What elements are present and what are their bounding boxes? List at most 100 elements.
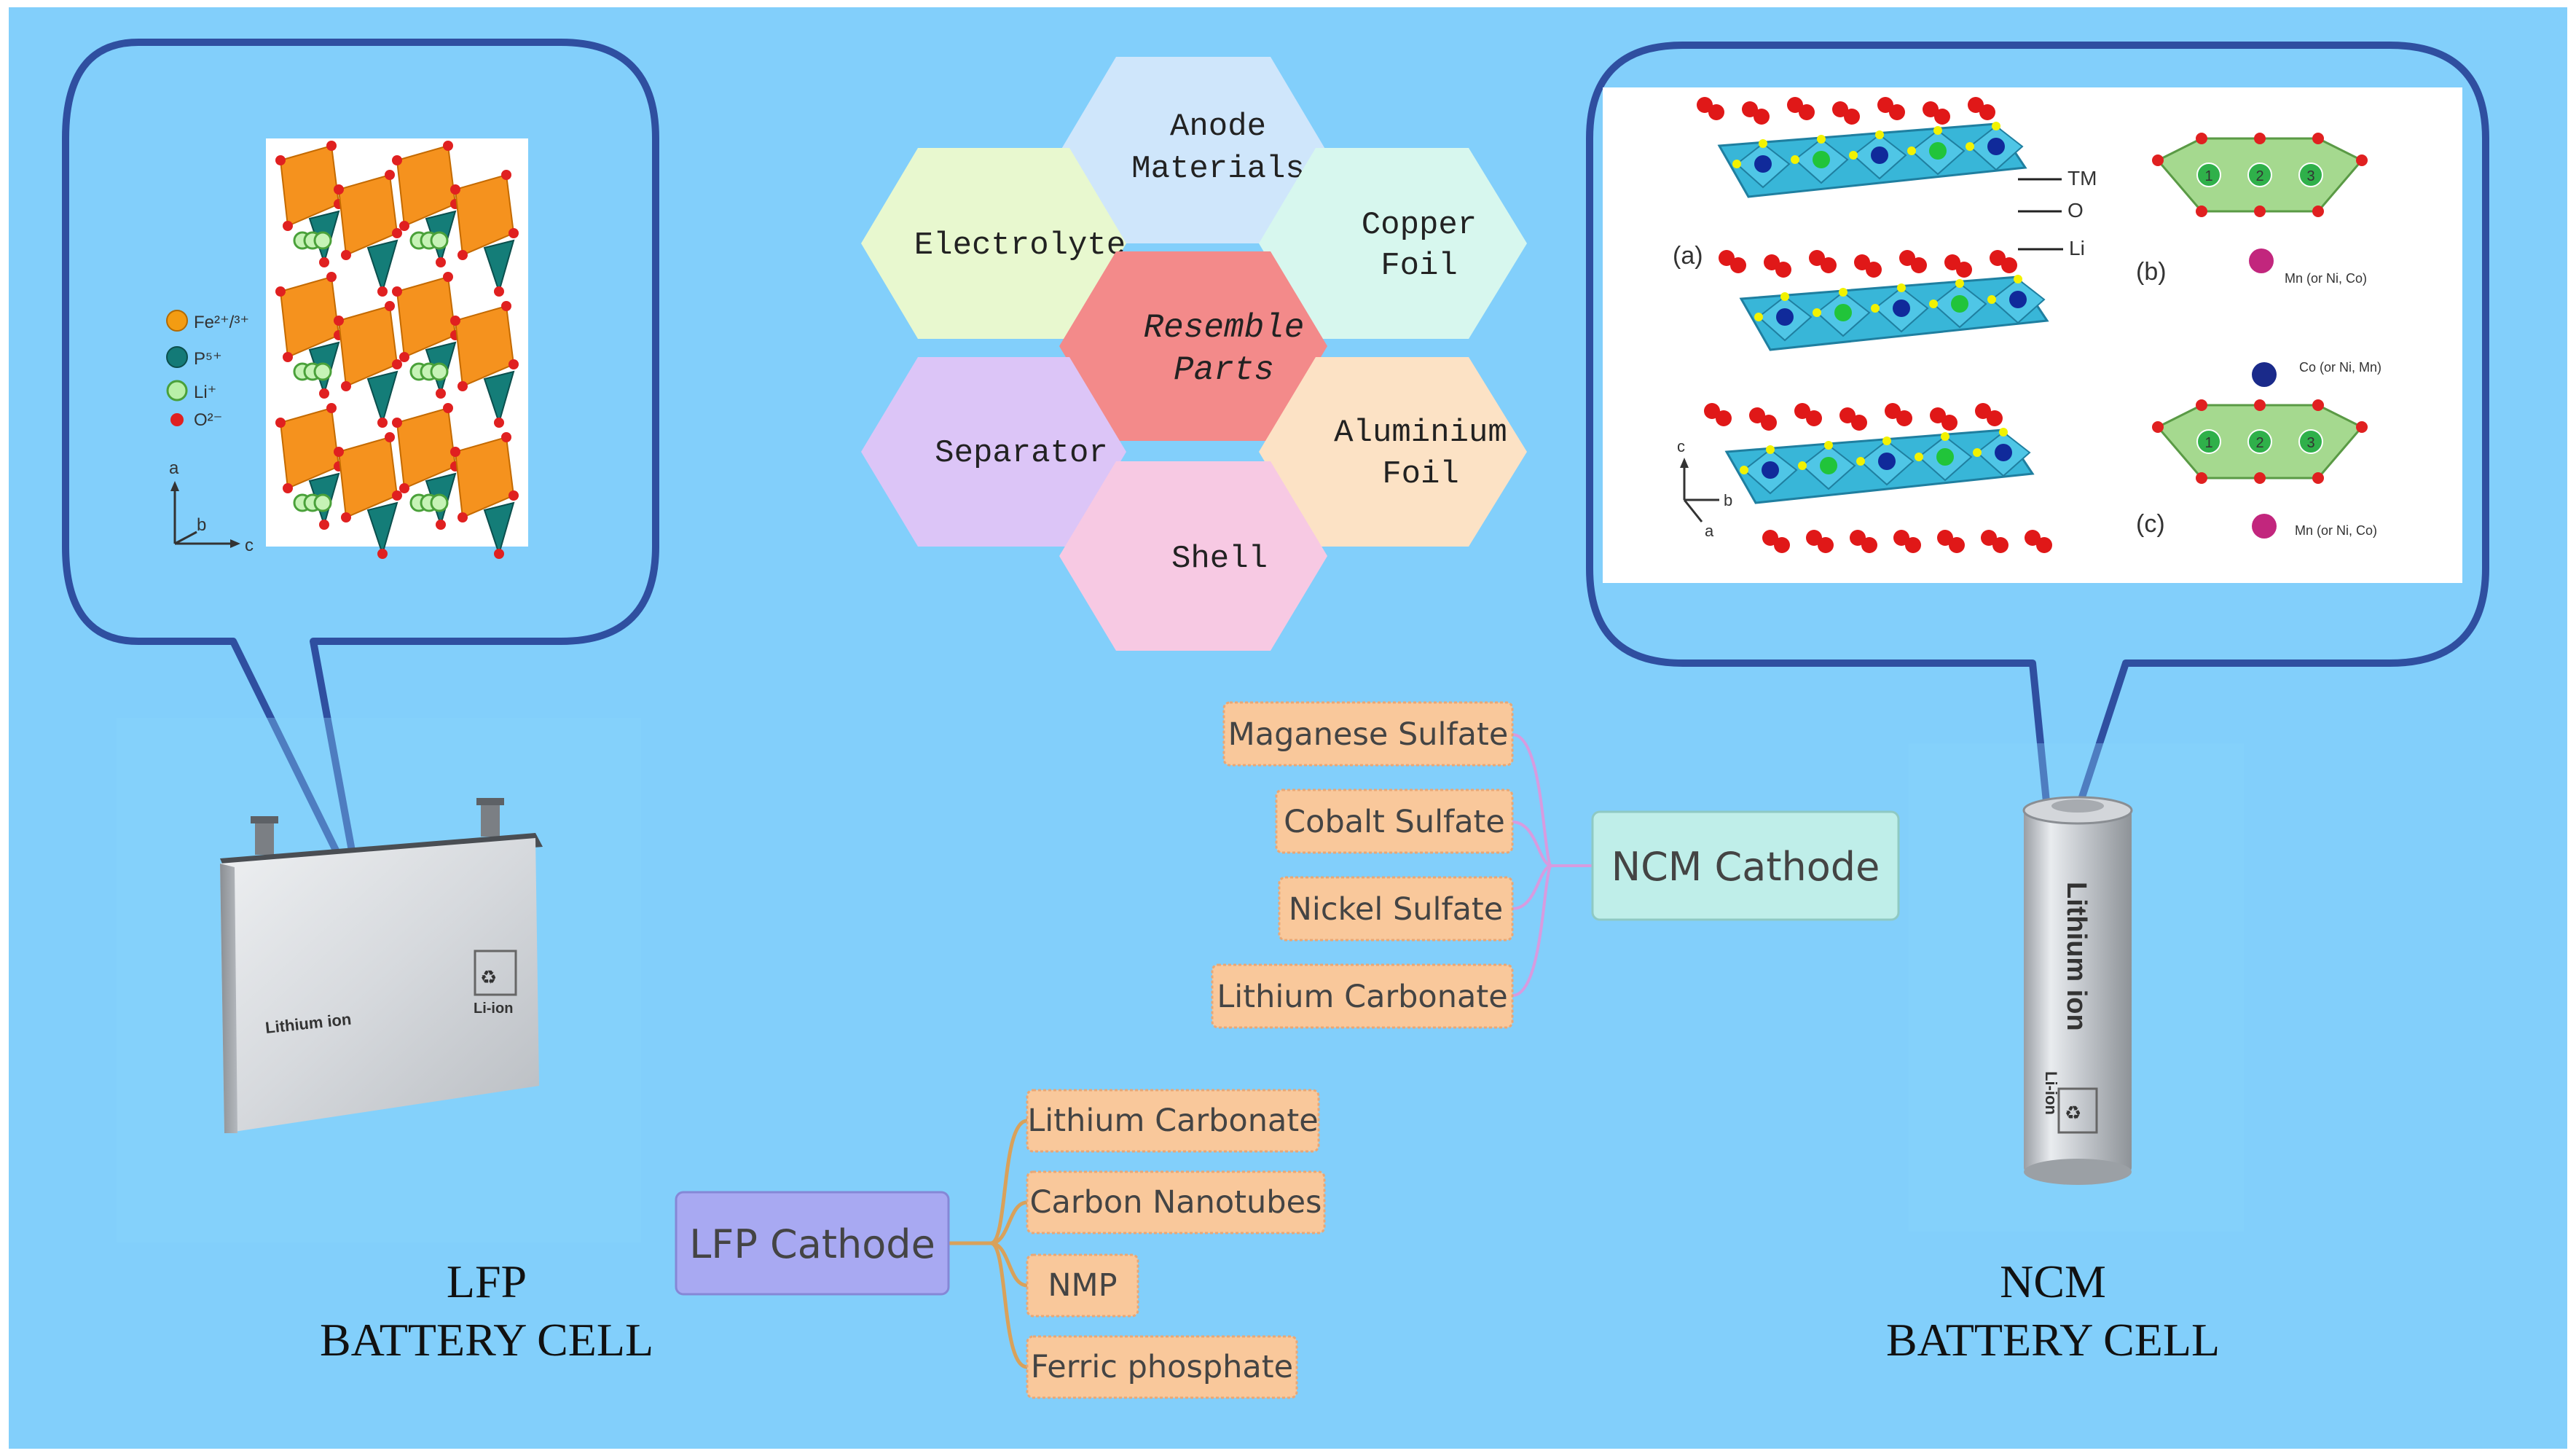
li-atom	[1806, 530, 1822, 546]
o-atom	[2254, 472, 2266, 484]
hex-shell-label: Shell	[1171, 541, 1268, 577]
hex-anode-materials: Anode Materials	[1061, 57, 1326, 243]
li-atom	[1832, 101, 1848, 117]
lfp-item-label: Lithium Carbonate	[1027, 1103, 1318, 1139]
oxygen-atom	[494, 549, 504, 559]
o-atom	[1839, 288, 1847, 297]
li-atom	[1899, 250, 1915, 266]
tm-atom	[1776, 308, 1794, 326]
o-atom	[2356, 154, 2368, 166]
po4-tetrahedron	[366, 501, 398, 557]
lfp-item-label: NMP	[1048, 1267, 1117, 1304]
oxygen-atom	[508, 359, 519, 369]
li-atom	[1799, 104, 1815, 120]
lfp-item-lithium-carbonate: Lithium Carbonate	[1026, 1089, 1320, 1153]
o-atom	[1740, 466, 1748, 474]
legend-fe-label: Fe²⁺/³⁺	[194, 313, 249, 332]
ncm-item-nickel-sulfate: Nickel Sulfate	[1278, 876, 1514, 942]
oxygen-atom	[501, 170, 511, 180]
tm-atom	[1871, 146, 1888, 164]
ncm-axis-c: c	[1677, 437, 1685, 455]
oxygen-atom	[326, 141, 337, 151]
ncm-axis-a: a	[1705, 522, 1714, 540]
li-atom	[1911, 257, 1927, 273]
tm-atom	[1987, 138, 2005, 155]
oxygen-atom	[392, 359, 402, 369]
li-atom	[1934, 109, 1950, 125]
site-number-marker	[2196, 429, 2221, 454]
oxygen-atom	[450, 447, 460, 457]
ncm-item-label: Nickel Sulfate	[1289, 891, 1504, 928]
oxygen-atom	[443, 141, 453, 151]
li-atom	[1818, 537, 1834, 553]
ncm-cell-title-line1: NCM	[2000, 1256, 2106, 1307]
o-atom	[2254, 399, 2266, 411]
o-atom	[1992, 122, 2000, 130]
o-atom	[1955, 279, 1964, 288]
oxygen-atom	[326, 272, 337, 282]
li-atom	[1764, 254, 1780, 270]
li-atom	[1749, 407, 1765, 423]
lfp-item-ferric-phosphate: Ferric phosphate	[1026, 1335, 1298, 1399]
oxygen-atom	[443, 272, 453, 282]
li-atom	[1762, 530, 1778, 546]
oxygen-atom	[458, 381, 468, 391]
o-atom	[1933, 126, 1942, 135]
li-atom	[1956, 262, 1972, 278]
co-site-icon	[2252, 362, 2277, 387]
ncm-o-label: O	[2068, 199, 2084, 222]
tm-atom	[1762, 461, 1779, 479]
ncm-cathode-tree: Maganese Sulfate Cobalt Sulfate Nickel S…	[1211, 701, 1900, 1029]
oxygen-atom	[385, 301, 395, 311]
li-atom	[1905, 537, 1921, 553]
o-atom	[1780, 292, 1789, 301]
li-atom	[1851, 415, 1867, 431]
ncm-axis-b: b	[1724, 491, 1732, 509]
lfp-cell-title-line2: BATTERY CELL	[320, 1314, 653, 1366]
oxygen-atom	[392, 228, 402, 238]
li-atom	[1754, 109, 1770, 125]
oxygen-atom	[436, 388, 446, 399]
ncm-battery-image: Lithium ion Li-ion ♻	[1909, 743, 2244, 1232]
o-atom	[2196, 472, 2207, 484]
oxygen-atom	[275, 418, 286, 428]
svg-text:♻: ♻	[480, 966, 497, 988]
o-atom	[1875, 130, 1884, 139]
o-atom	[1966, 142, 1974, 151]
tm-atom	[2009, 291, 2027, 308]
lfp-axis-a: a	[169, 458, 179, 478]
hex-copper-line1: Copper	[1362, 207, 1477, 243]
mn-site-icon	[2249, 248, 2274, 273]
ncm-root-label: NCM Cathode	[1611, 844, 1880, 890]
ncm-tm-label: TM	[2068, 167, 2097, 189]
li-atom	[1896, 410, 1912, 426]
po4-tetrahedron	[366, 370, 398, 426]
oxygen-atom	[494, 286, 504, 297]
o-atom	[1798, 461, 1807, 470]
li-atom	[2025, 530, 2041, 546]
ncm-mn-label-c: Mn (or Ni, Co)	[2295, 523, 2377, 538]
li-atom	[1708, 104, 1724, 120]
site-number-label: 2	[2255, 168, 2263, 184]
ncm-co-label: Co (or Ni, Mn)	[2299, 360, 2381, 375]
oxygen-atom	[326, 403, 337, 413]
li-atom	[1794, 403, 1810, 419]
oxygen-atom	[399, 221, 409, 231]
ncm-item-label: Maganese Sulfate	[1228, 716, 1509, 753]
li-atom	[1930, 407, 1946, 423]
li-atom	[2036, 537, 2052, 553]
lfp-crystal-structure	[266, 138, 528, 559]
li-atom	[1885, 403, 1901, 419]
tm-atom	[1893, 300, 1910, 317]
hex-electrolyte-label: Electrolyte	[914, 227, 1126, 264]
o-atom	[1915, 453, 1923, 461]
site-number-label: 2	[2255, 435, 2263, 451]
oxygen-atom	[319, 257, 329, 267]
li-atom	[1987, 410, 2003, 426]
oxygen-atom	[508, 228, 519, 238]
o-atom	[2014, 275, 2022, 283]
lfp-axes: a b c	[169, 458, 254, 555]
ncm-cell-title-line2: BATTERY CELL	[1886, 1314, 2220, 1366]
li-atom	[430, 493, 449, 512]
